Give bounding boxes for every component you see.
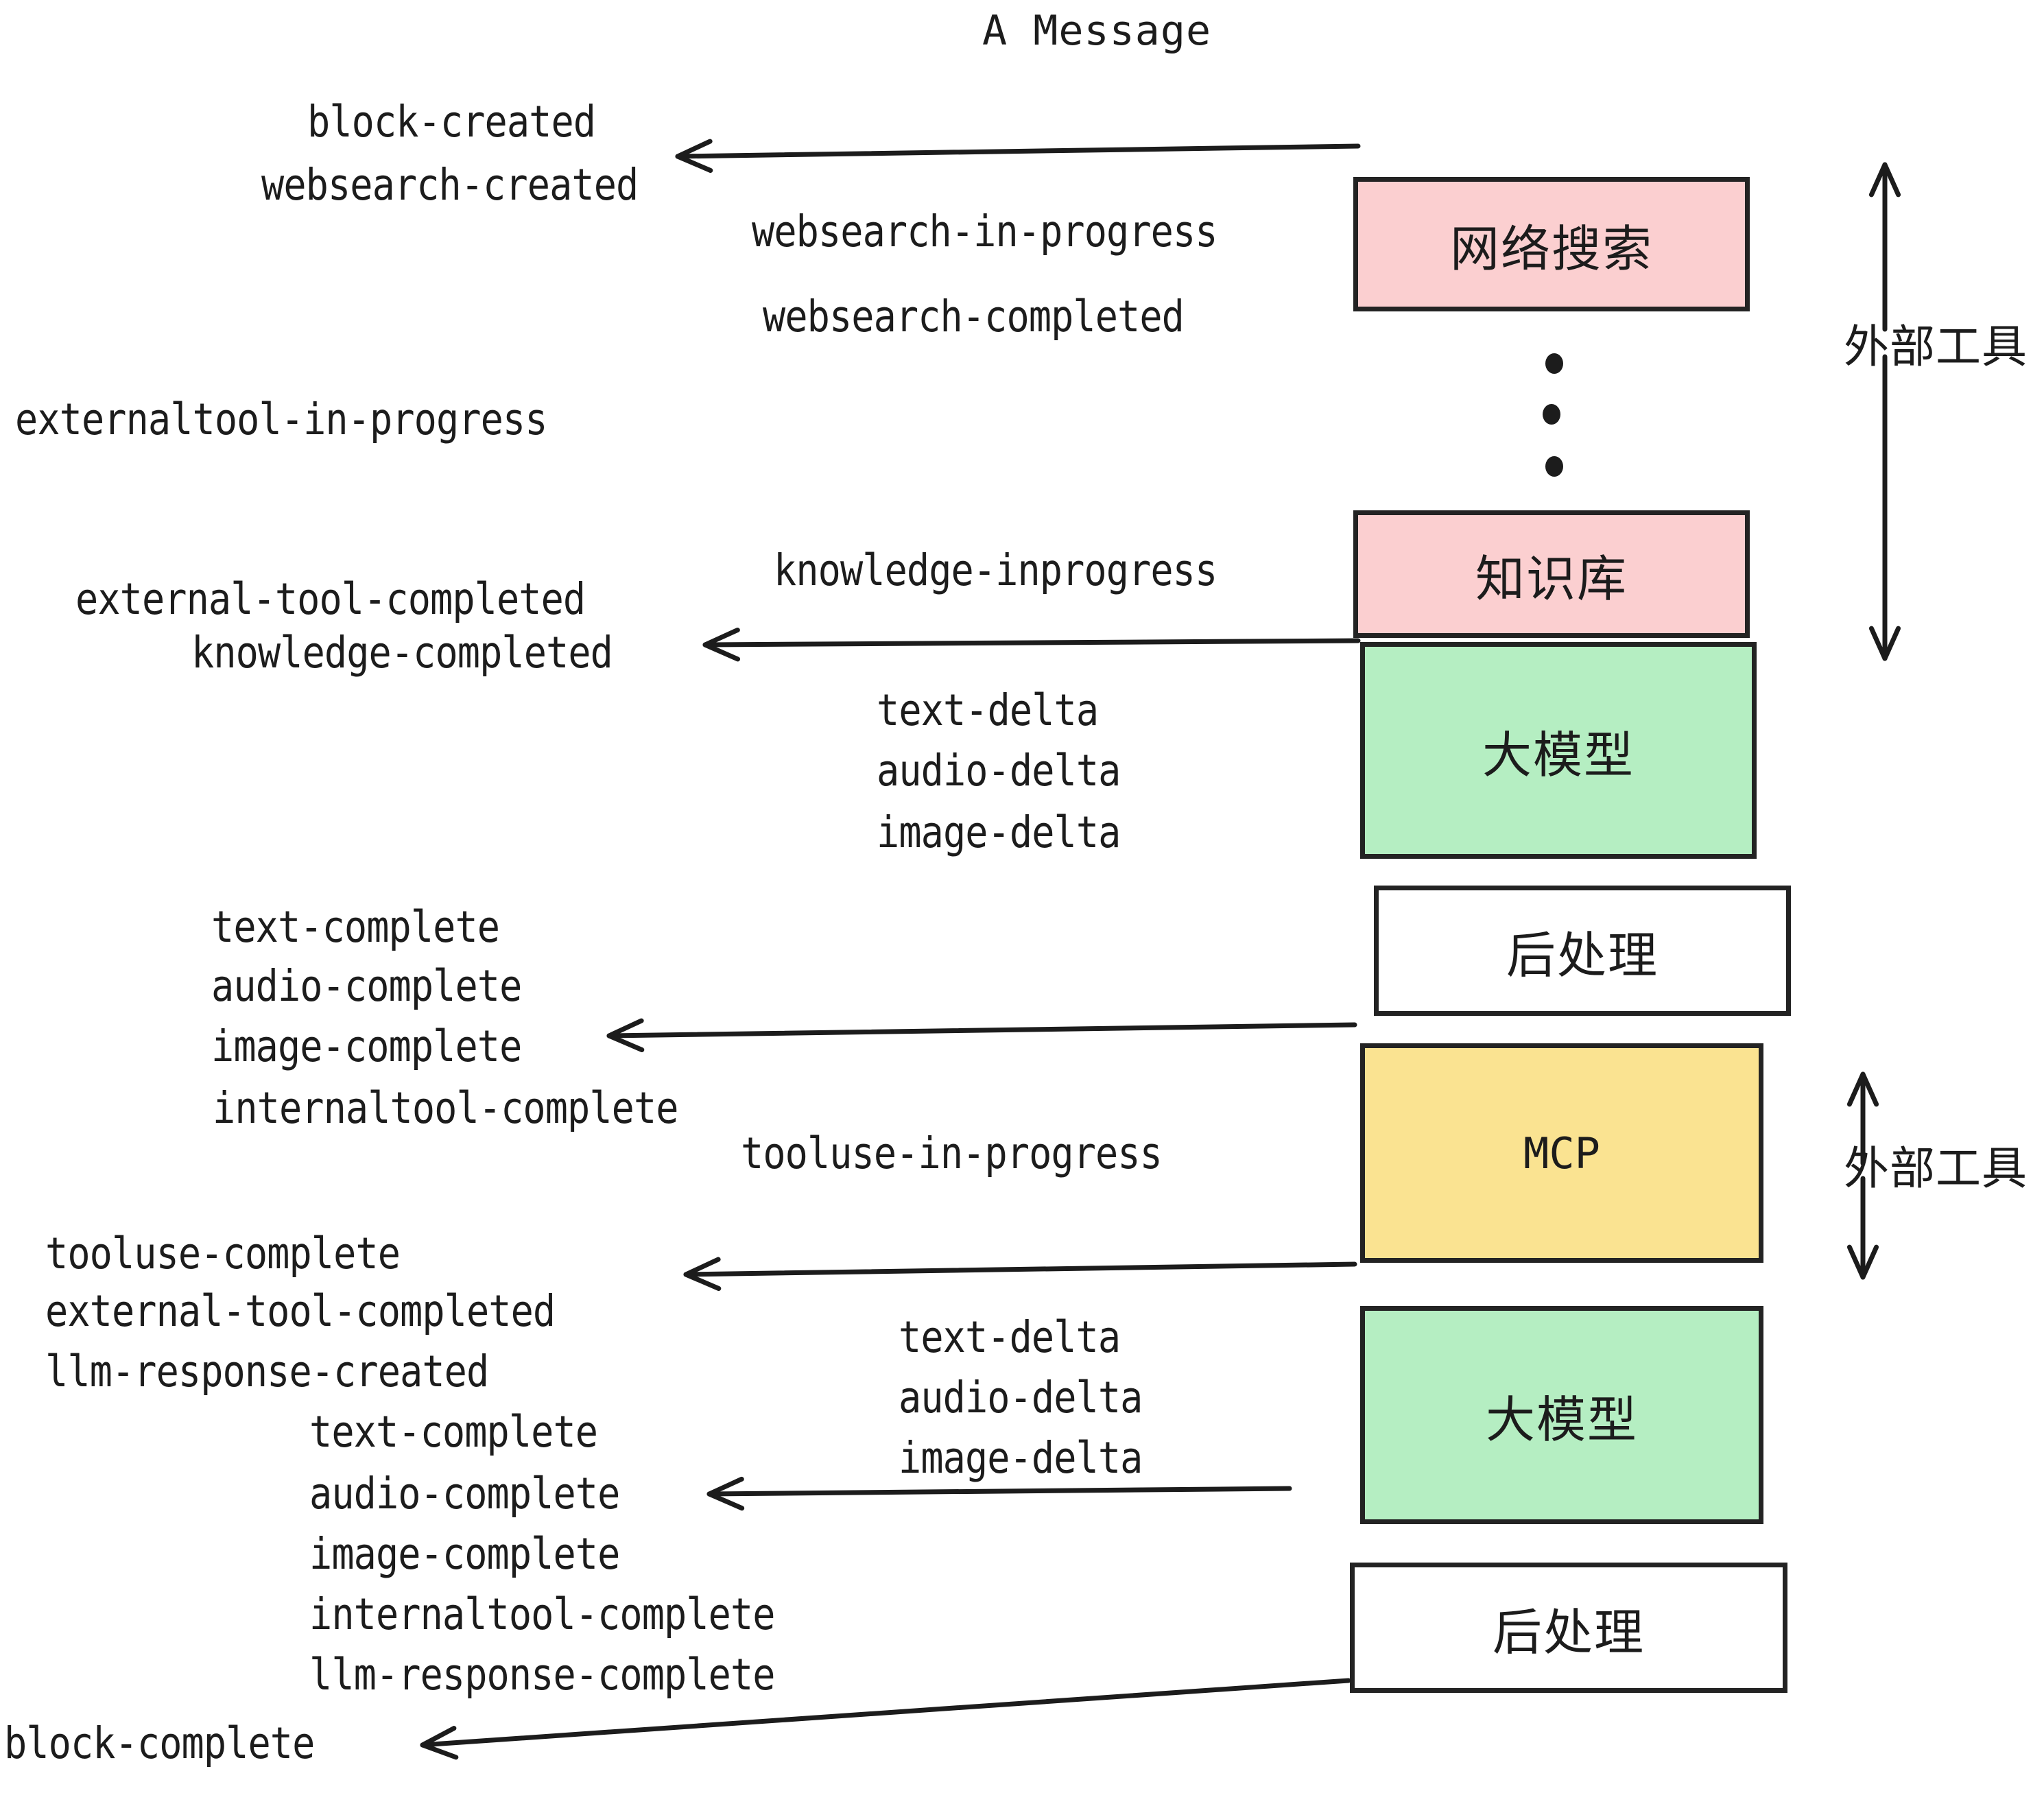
down-bottom-head — [1846, 1244, 1879, 1280]
image-complete-arrow-head — [606, 1018, 645, 1052]
event-label-block-created: block-created — [307, 96, 596, 147]
ellipsis-dot — [1545, 353, 1563, 374]
audio-complete-arrow-head — [706, 1476, 745, 1511]
block-complete-arrow-head — [420, 1726, 459, 1760]
event-label-audio-complete-2: audio-complete — [309, 1468, 620, 1519]
block-created-arrow-head — [675, 139, 713, 173]
ellipsis-dot — [1545, 456, 1563, 477]
box-llm-second: 大模型 — [1360, 1306, 1763, 1524]
page-title: A Message — [982, 7, 1212, 55]
box-websearch: 网络搜索 — [1353, 177, 1750, 311]
event-label-tooluse-complete: tooluse-complete — [45, 1228, 401, 1279]
event-label-image-complete-1: image-complete — [211, 1021, 522, 1072]
event-label-external-tool-completed-2: external-tool-completed — [45, 1285, 556, 1337]
event-label-websearch-in-progress: websearch-in-progress — [752, 206, 1218, 257]
event-label-text-delta-2: text-delta — [899, 1312, 1121, 1363]
event-label-block-complete: block-complete — [4, 1718, 315, 1769]
event-label-knowledge-completed: knowledge-completed — [191, 627, 613, 678]
up-bottom-head — [1846, 1071, 1879, 1107]
event-label-image-delta-2: image-delta — [899, 1432, 1143, 1484]
box-llm-first: 大模型 — [1360, 642, 1757, 859]
event-label-websearch-created: websearch-created — [261, 159, 639, 211]
box-mcp: MCP — [1360, 1043, 1763, 1263]
side-label-external-tool-bottom: 外部工具 — [1844, 1142, 2028, 1195]
event-label-tooluse-in-progress: tooluse-in-progress — [741, 1128, 1163, 1179]
down-top-head — [1868, 626, 1901, 661]
event-label-image-complete-2: image-complete — [309, 1528, 620, 1580]
box-post-first: 后处理 — [1374, 886, 1791, 1016]
block-created-arrow-line — [675, 143, 1361, 159]
event-label-external-tool-completed-1: external-tool-completed — [75, 573, 586, 625]
event-label-image-delta-1: image-delta — [877, 807, 1121, 858]
event-label-text-delta-1: text-delta — [877, 685, 1099, 736]
box-post-second: 后处理 — [1350, 1563, 1787, 1693]
event-label-internaltool-complete-1: internaltool-complete — [213, 1082, 679, 1134]
event-label-llm-response-complete: llm-response-complete — [309, 1649, 776, 1700]
image-complete-arrow-line — [606, 1022, 1357, 1039]
event-label-knowledge-inprogress: knowledge-inprogress — [774, 545, 1217, 596]
event-label-text-complete-1: text-complete — [211, 901, 500, 953]
event-label-audio-delta-1: audio-delta — [877, 745, 1121, 796]
up-top-head — [1868, 162, 1901, 198]
event-label-text-complete-2: text-complete — [309, 1406, 598, 1458]
event-label-llm-response-created: llm-response-created — [45, 1346, 489, 1397]
knowledge-completed-arrow-line — [702, 638, 1361, 648]
box-knowledge: 知识库 — [1353, 510, 1750, 638]
tooluse-complete-arrow-line — [683, 1261, 1357, 1277]
event-label-websearch-completed: websearch-completed — [763, 291, 1185, 342]
event-label-audio-delta-2: audio-delta — [899, 1372, 1143, 1423]
side-label-external-tool-top: 外部工具 — [1844, 320, 2028, 373]
event-label-externaltool-in-progress: externaltool-in-progress — [15, 394, 547, 445]
event-label-audio-complete-1: audio-complete — [211, 960, 522, 1012]
audio-complete-arrow-line — [706, 1486, 1292, 1497]
knowledge-completed-arrow-head — [702, 627, 741, 662]
ellipsis-dot — [1543, 404, 1560, 425]
tooluse-complete-arrow-head — [683, 1257, 722, 1291]
event-label-internaltool-complete-2: internaltool-complete — [309, 1589, 776, 1640]
